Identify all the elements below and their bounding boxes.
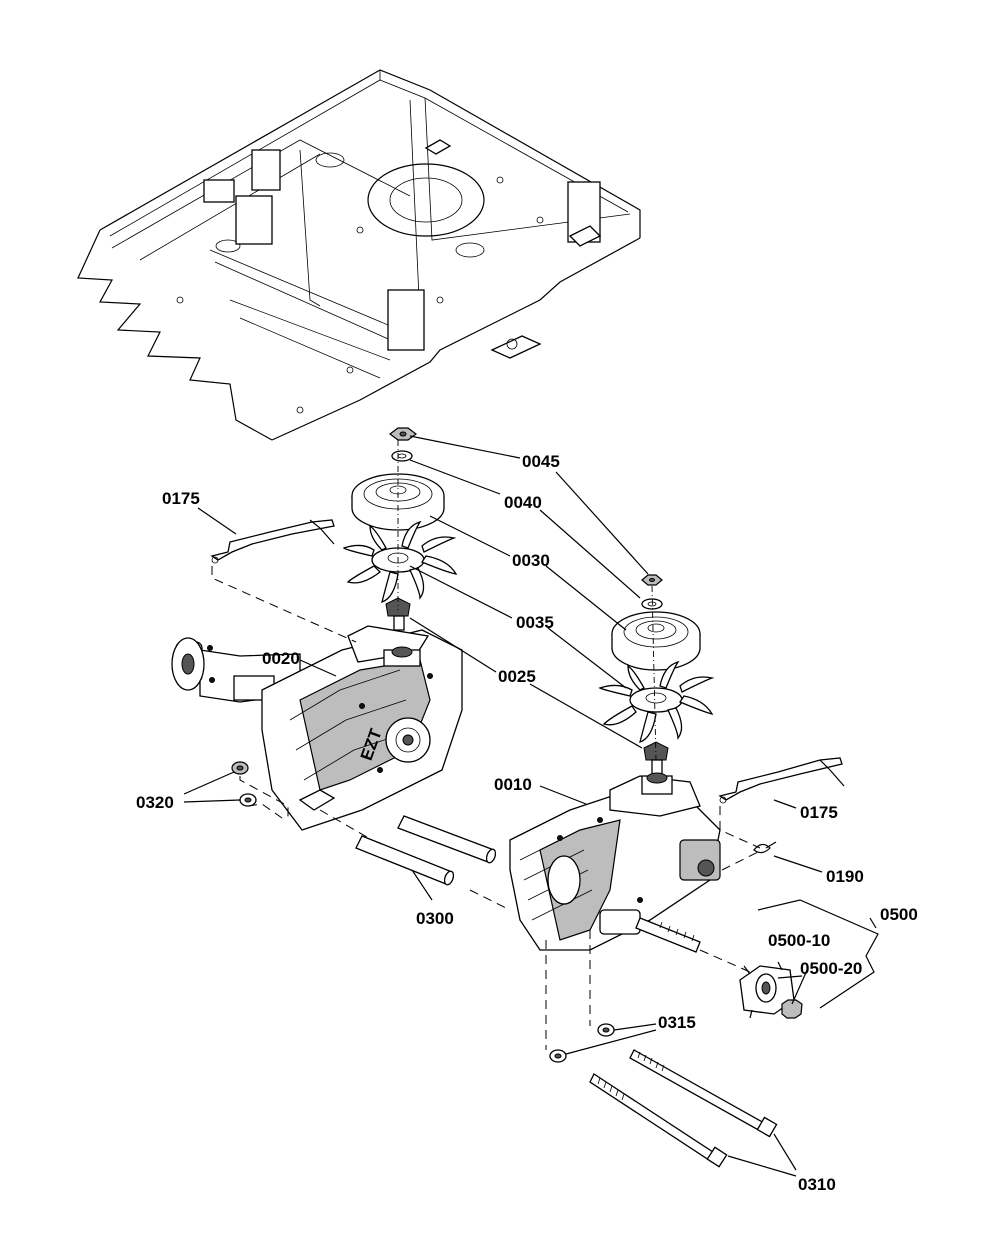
fan-0035-left: [342, 520, 458, 603]
leader-lines: [183, 435, 877, 1177]
pulley-0030-right: [611, 611, 701, 671]
fan-0035-right: [598, 660, 715, 743]
callout-0175-left: 0175: [162, 489, 200, 508]
callout-0045: 0045: [522, 452, 560, 471]
chassis-frame: [77, 69, 641, 441]
washer-0315-upper: [597, 1023, 615, 1037]
callout-0020: 0020: [262, 649, 300, 668]
callout-labels: 0045 0040 0030 0035 0025 0175 0020 0010 …: [136, 452, 918, 1194]
bolt-0310-lower: [589, 1073, 728, 1168]
control-arm-0175-right: [718, 757, 845, 804]
callout-0315: 0315: [658, 1013, 696, 1032]
callout-0035: 0035: [516, 613, 554, 632]
shaft-0300-lower: [355, 835, 455, 886]
callout-0500-20: 0500-20: [800, 959, 862, 978]
shaft-0300-upper: [397, 815, 497, 864]
callout-0190: 0190: [826, 867, 864, 886]
callout-0320: 0320: [136, 793, 174, 812]
callout-0500: 0500: [880, 905, 918, 924]
washer-0040-left: [391, 450, 413, 462]
callout-0175-right: 0175: [800, 803, 838, 822]
callout-0310: 0310: [798, 1175, 836, 1194]
washer-0320-upper: [231, 761, 249, 775]
transaxle-0010: [509, 772, 721, 953]
nut-0045-left: [389, 427, 417, 441]
assembly-lines: [211, 440, 761, 1050]
hub-0025-left: [385, 597, 411, 631]
nut-0045-right: [641, 574, 663, 586]
callout-0040: 0040: [504, 493, 542, 512]
nut-0500-20: [781, 999, 803, 1019]
callout-0030: 0030: [512, 551, 550, 570]
callout-0010: 0010: [494, 775, 532, 794]
control-arm-0175-left: [210, 519, 335, 564]
group-bracket-0500: [757, 899, 879, 1009]
transaxle-0020: EZT: [171, 625, 463, 831]
clip-0190: [753, 841, 777, 854]
callout-0025: 0025: [498, 667, 536, 686]
bolt-0310-upper: [629, 1049, 778, 1138]
callout-0500-10: 0500-10: [768, 931, 830, 950]
callout-0300: 0300: [416, 909, 454, 928]
washer-0320-lower: [239, 793, 257, 807]
washer-0315-lower: [549, 1049, 567, 1063]
